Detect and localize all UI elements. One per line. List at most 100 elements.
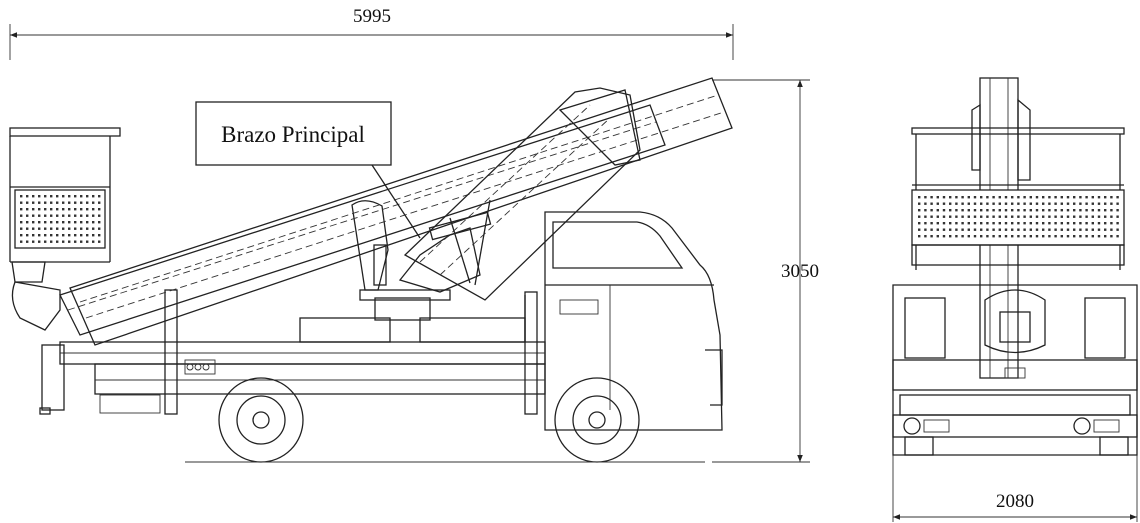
mesh-dot (1091, 222, 1094, 225)
front-basket-mesh (918, 196, 1119, 238)
mesh-dot (1085, 202, 1088, 205)
mesh-dot (20, 214, 23, 217)
mesh-dot (1011, 209, 1014, 212)
mesh-dot (955, 228, 958, 231)
mesh-dot (1011, 228, 1014, 231)
mesh-dot (80, 214, 83, 217)
mesh-dot (1004, 209, 1008, 212)
mesh-dot (1060, 222, 1063, 225)
mesh-dot (992, 235, 995, 238)
mesh-dot (1004, 222, 1008, 225)
mesh-dot (74, 208, 77, 211)
boom-callout-label: Brazo Principal (221, 122, 365, 147)
mesh-dot (50, 221, 53, 224)
mesh-dot (918, 202, 921, 205)
mesh-dot (980, 228, 983, 231)
mesh-dot (62, 240, 65, 243)
mesh-dot (74, 234, 77, 237)
mesh-dot (26, 234, 29, 237)
mesh-dot (955, 209, 958, 212)
mesh-dot (86, 208, 89, 211)
mesh-dot (1042, 215, 1045, 218)
mesh-dot (930, 196, 933, 199)
mesh-dot (1085, 215, 1088, 218)
mesh-dot (1054, 215, 1057, 218)
mesh-dot (924, 215, 927, 218)
mesh-dot (918, 228, 921, 231)
mesh-dot (44, 221, 47, 224)
mesh-dot (992, 228, 995, 231)
mesh-dot (1011, 202, 1014, 205)
mesh-dot (936, 235, 939, 238)
mesh-dot (86, 227, 89, 230)
mesh-dot (918, 209, 921, 212)
mesh-dot (56, 195, 59, 198)
mesh-dot (1035, 196, 1039, 199)
height-dimension: 3050 (712, 79, 819, 463)
mesh-dot (98, 208, 101, 211)
mesh-dot (1104, 202, 1107, 205)
mesh-dot (92, 234, 95, 237)
mesh-dot (1116, 235, 1119, 238)
mesh-dot (1097, 196, 1101, 199)
mesh-dot (92, 208, 95, 211)
mesh-dot (1104, 235, 1107, 238)
mesh-dot (1054, 222, 1057, 225)
mesh-dot (68, 208, 71, 211)
mesh-dot (20, 221, 23, 224)
mesh-dot (980, 235, 983, 238)
width-dimension-label: 2080 (996, 491, 1034, 512)
mesh-dot (20, 208, 23, 211)
mesh-dot (949, 228, 952, 231)
mesh-dot (1054, 209, 1057, 212)
mesh-dot (942, 228, 946, 231)
mesh-dot (32, 221, 35, 224)
mesh-dot (1060, 202, 1063, 205)
work-basket (9, 127, 121, 331)
mesh-dot (38, 221, 41, 224)
mesh-dot (1011, 222, 1014, 225)
turntable (351, 200, 481, 321)
mesh-dot (961, 235, 964, 238)
mesh-dot (1066, 222, 1070, 225)
mesh-dot (1079, 202, 1082, 205)
mesh-dot (1023, 196, 1026, 199)
mesh-dot (1091, 209, 1094, 212)
mesh-dot (955, 215, 958, 218)
mesh-dot (967, 228, 970, 231)
mesh-dot (68, 221, 71, 224)
mesh-dot (56, 208, 59, 211)
mesh-dot (44, 208, 47, 211)
mesh-dot (973, 215, 977, 218)
length-dimension: 5995 (9, 6, 734, 60)
front-view (892, 77, 1138, 456)
mesh-dot (1029, 215, 1032, 218)
mesh-dot (62, 221, 65, 224)
mesh-dot (1060, 215, 1063, 218)
mesh-dot (1054, 202, 1057, 205)
mesh-dot (1017, 235, 1020, 238)
mesh-dot (961, 215, 964, 218)
mesh-dot (936, 228, 939, 231)
mesh-dot (1060, 196, 1063, 199)
mesh-dot (949, 235, 952, 238)
mesh-dot (50, 227, 53, 230)
mesh-dot (1097, 235, 1101, 238)
mesh-dot (1029, 202, 1032, 205)
mesh-dot (992, 215, 995, 218)
mesh-dot (961, 222, 964, 225)
mesh-dot (1091, 235, 1094, 238)
mesh-dot (1023, 215, 1026, 218)
mesh-dot (1073, 228, 1076, 231)
mesh-dot (924, 202, 927, 205)
mesh-dot (1023, 228, 1026, 231)
mesh-dot (1085, 222, 1088, 225)
mesh-dot (62, 234, 65, 237)
mesh-dot (1048, 222, 1051, 225)
mesh-dot (62, 195, 65, 198)
mesh-dot (1079, 235, 1082, 238)
mesh-dot (68, 234, 71, 237)
mesh-dot (32, 234, 35, 237)
mesh-dot (92, 201, 95, 204)
